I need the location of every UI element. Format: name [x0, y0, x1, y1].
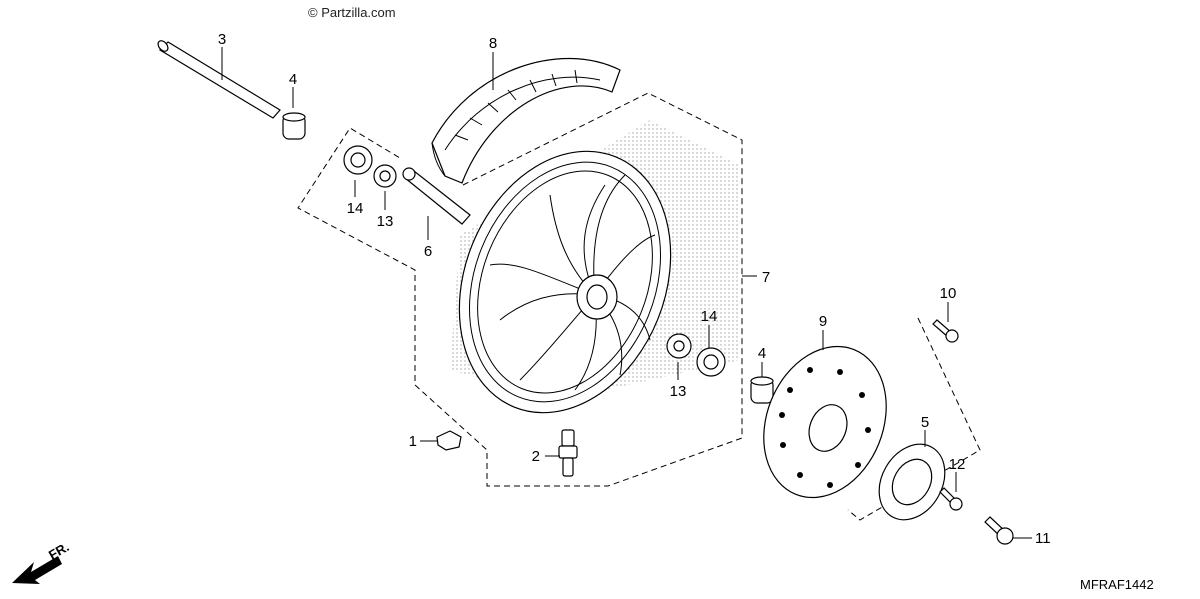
flange-bolt [984, 516, 1014, 545]
callout-13-right: 13 [670, 383, 687, 400]
callout-11: 11 [1035, 530, 1051, 547]
tire-valve [558, 429, 578, 477]
side-collar-upper [282, 112, 306, 140]
callout-7: 7 [762, 269, 770, 286]
disc-bolt [932, 319, 959, 343]
callout-2: 2 [532, 448, 540, 465]
valve-clip [436, 430, 462, 451]
front-tire [431, 57, 621, 184]
callout-4-upper: 4 [289, 71, 297, 88]
callout-5: 5 [921, 414, 929, 431]
callout-10: 10 [940, 285, 957, 302]
front-axle [157, 40, 281, 119]
wheel-group-outline [297, 92, 743, 487]
bearing-right [696, 347, 726, 377]
callout-8: 8 [489, 35, 497, 52]
front-wheel [458, 150, 672, 414]
callout-14-left: 14 [347, 200, 364, 217]
distance-collar [402, 167, 471, 225]
watermark: © Partzilla.com [308, 5, 396, 20]
pulser-ring [878, 443, 946, 521]
bearing-left [343, 145, 373, 175]
callout-1: 1 [409, 433, 417, 450]
leader-lines [221, 47, 1032, 539]
brake-disc [763, 345, 887, 499]
callout-3: 3 [218, 31, 226, 48]
dust-seal-right [666, 333, 692, 359]
callout-6: 6 [424, 243, 432, 260]
callout-4-lower: 4 [758, 345, 766, 362]
fr-label: FR. [46, 539, 72, 562]
callout-12: 12 [949, 456, 966, 473]
dust-seal-left [373, 164, 397, 188]
diagram-code: MFRAF1442 [1080, 577, 1154, 592]
fr-arrow-icon: FR. [12, 539, 72, 584]
callout-14-right: 14 [701, 308, 718, 325]
pulser-bolt [939, 487, 963, 511]
callout-13-left: 13 [377, 213, 394, 230]
side-collar-lower [750, 376, 774, 404]
callout-9: 9 [819, 313, 827, 330]
